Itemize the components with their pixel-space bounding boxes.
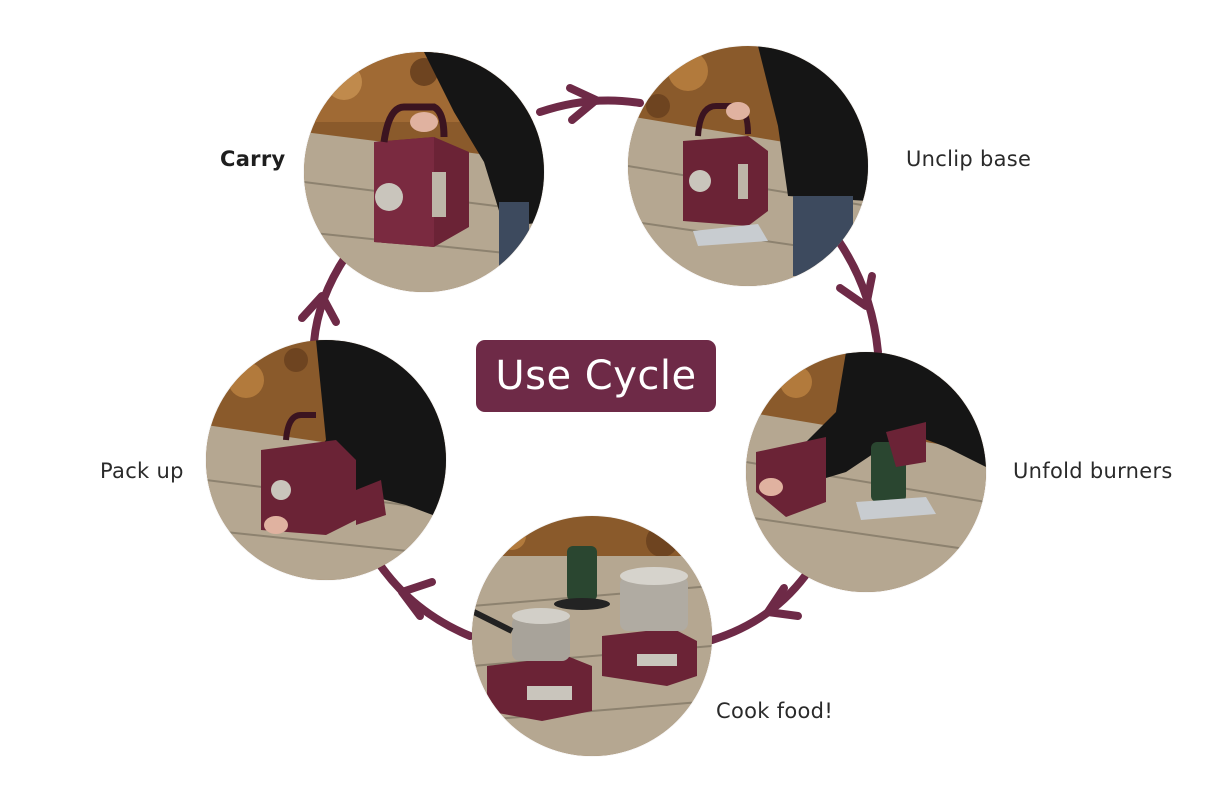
arrowhead-3 [764, 584, 802, 620]
step-label-unclip-base: Unclip base [906, 147, 1032, 171]
pack-up-photo [206, 340, 446, 580]
unclip-base-photo [628, 46, 868, 286]
step-label-cook-food: Cook food! [716, 699, 834, 723]
arrow-unfold-to-cook [708, 572, 809, 644]
arrowhead-4 [398, 578, 436, 620]
step-label-carry: Carry [220, 147, 286, 171]
step-label-pack-up: Pack up [100, 459, 184, 483]
arrowhead-5 [298, 292, 340, 326]
cook-food-photo [472, 516, 712, 756]
unfold-burners-photo [746, 352, 986, 592]
use-cycle-title: Use Cycle [476, 340, 716, 412]
step-label-unfold-burners: Unfold burners [1013, 459, 1173, 483]
arrowhead-1 [566, 84, 600, 124]
arrow-cook-to-pack [374, 558, 474, 640]
carry-photo [304, 52, 544, 292]
arrowhead-2 [836, 272, 876, 310]
